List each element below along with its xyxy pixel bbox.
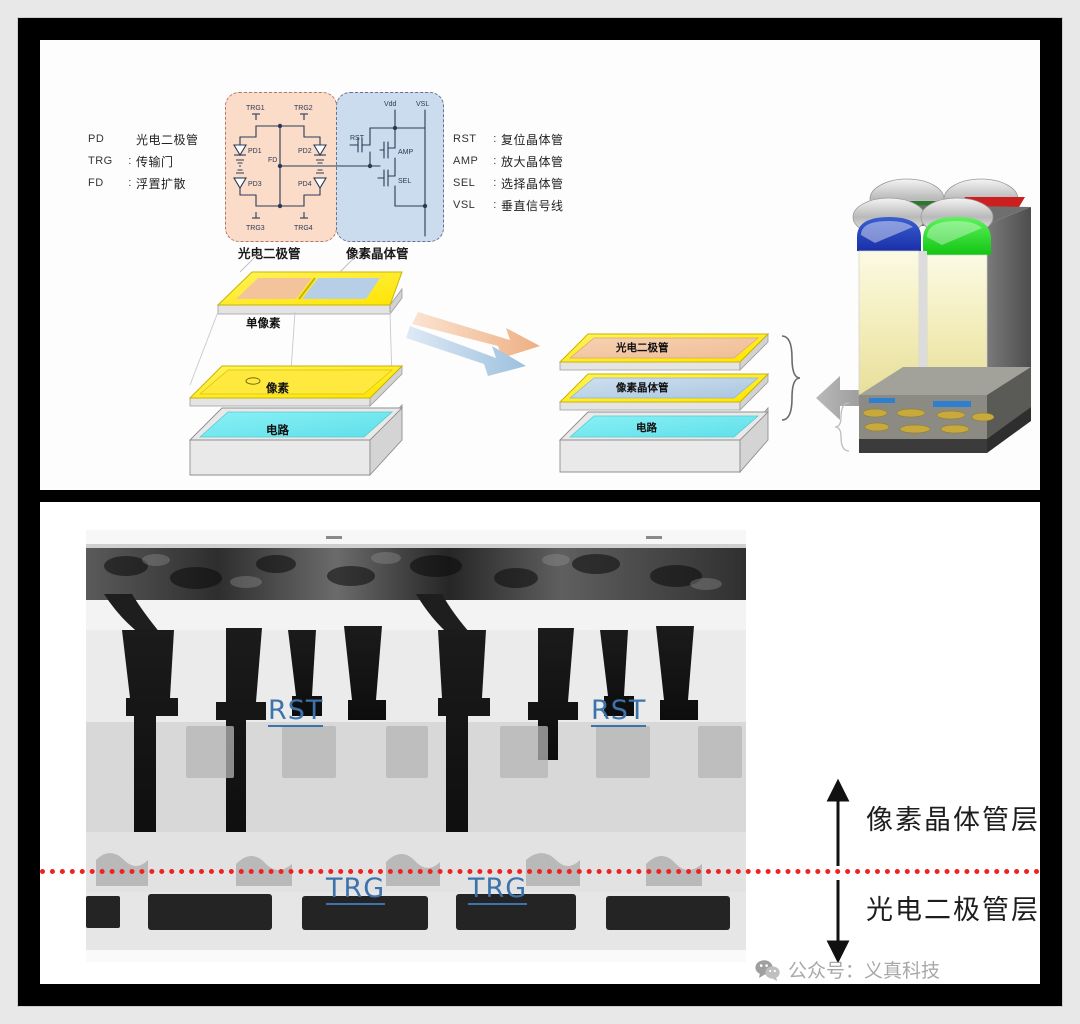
legend-left: PD 光电二极管 TRG : 传输门 FD : 浮置扩散 — [88, 128, 199, 194]
legend-colon: : — [493, 155, 497, 167]
wechat-icon — [755, 959, 781, 981]
legend-text: 放大晶体管 — [501, 154, 564, 169]
legend-abbr: FD — [88, 177, 104, 189]
side-label-pixel-transistor-layer: 像素晶体管层 — [866, 805, 1040, 835]
legend-text: 复位晶体管 — [501, 132, 564, 147]
legend-abbr: SEL — [453, 177, 476, 189]
filter-blue — [857, 217, 921, 251]
legend-row: VSL : 垂直信号线 — [453, 194, 564, 216]
legend-abbr: VSL — [453, 199, 476, 211]
wiring-layer — [859, 367, 1031, 453]
legend-text: 选择晶体管 — [501, 176, 564, 191]
legend-row: AMP : 放大晶体管 — [453, 150, 564, 172]
legend-text: 传输门 — [136, 154, 174, 169]
pixel-transistor-box-caption: 像素晶体管 — [346, 247, 409, 261]
figure-frame: PD 光电二极管 TRG : 传输门 FD : 浮置扩散 RST : 复位晶体管 — [18, 18, 1062, 1006]
stack-brace — [781, 335, 801, 421]
layer-divider-dotted-line — [40, 869, 1040, 874]
side-arrows — [826, 778, 850, 964]
right-stack-label-photodiode: 光电二极管 — [616, 342, 669, 354]
right-stack-label-pixel-transistor: 像素晶体管 — [616, 382, 669, 394]
tem-label-rst-right: RST — [591, 695, 647, 727]
legend-abbr: PD — [88, 133, 105, 145]
legend-colon: : — [493, 177, 497, 189]
legend-row: TRG : 传输门 — [88, 150, 199, 172]
tem-label-rst-left: RST — [268, 695, 324, 727]
pixel-transistor-circuit-box — [336, 92, 444, 242]
legend-text: 浮置扩散 — [136, 176, 187, 191]
legend-text: 垂直信号线 — [501, 198, 564, 213]
legend-right: RST : 复位晶体管 AMP : 放大晶体管 SEL : 选择晶体管 VSL … — [453, 128, 564, 216]
render-brace — [835, 402, 850, 452]
pixel-marker — [245, 377, 261, 385]
side-label-photodiode-layer: 光电二极管层 — [866, 895, 1040, 925]
right-stack-label-circuit: 电路 — [636, 422, 657, 434]
schematic-panel: PD 光电二极管 TRG : 传输门 FD : 浮置扩散 RST : 复位晶体管 — [40, 40, 1040, 490]
filter-green — [923, 217, 991, 255]
single-pixel-plate — [216, 271, 403, 316]
watermark-text: 公众号：义真科技 — [788, 961, 941, 982]
left-stack-label-pixel: 像素 — [266, 383, 289, 395]
tem-cross-section-image — [86, 530, 746, 962]
legend-abbr: AMP — [453, 155, 479, 167]
legend-abbr: RST — [453, 133, 477, 145]
legend-row: SEL : 选择晶体管 — [453, 172, 564, 194]
tem-label-trg-right: TRG — [468, 873, 528, 905]
photodiode-box-caption: 光电二极管 — [238, 247, 301, 261]
tem-label-trg-left: TRG — [326, 873, 386, 905]
legend-colon: : — [128, 155, 132, 167]
photodiode-blocks — [86, 894, 730, 930]
legend-abbr: TRG — [88, 155, 113, 167]
legend-text: 光电二极管 — [136, 132, 199, 147]
photodiode-circuit-box — [225, 92, 337, 242]
legend-row: RST : 复位晶体管 — [453, 128, 564, 150]
legend-colon: : — [128, 177, 132, 189]
tem-panel: RST RST TRG TRG 像素晶体管层 光电二极管层 — [40, 502, 1040, 984]
tem-vias — [122, 626, 698, 860]
legend-row: FD : 浮置扩散 — [88, 172, 199, 194]
left-stack-label-circuit: 电路 — [266, 425, 289, 437]
left-stack — [188, 365, 404, 477]
legend-colon: : — [493, 133, 497, 145]
single-pixel-label: 单像素 — [246, 318, 281, 330]
pixel-3d-render — [835, 178, 1031, 453]
legend-colon: : — [493, 199, 497, 211]
legend-row: PD 光电二极管 — [88, 128, 199, 150]
watermark: 公众号：义真科技 — [755, 956, 940, 983]
explode-arrows — [406, 312, 540, 376]
